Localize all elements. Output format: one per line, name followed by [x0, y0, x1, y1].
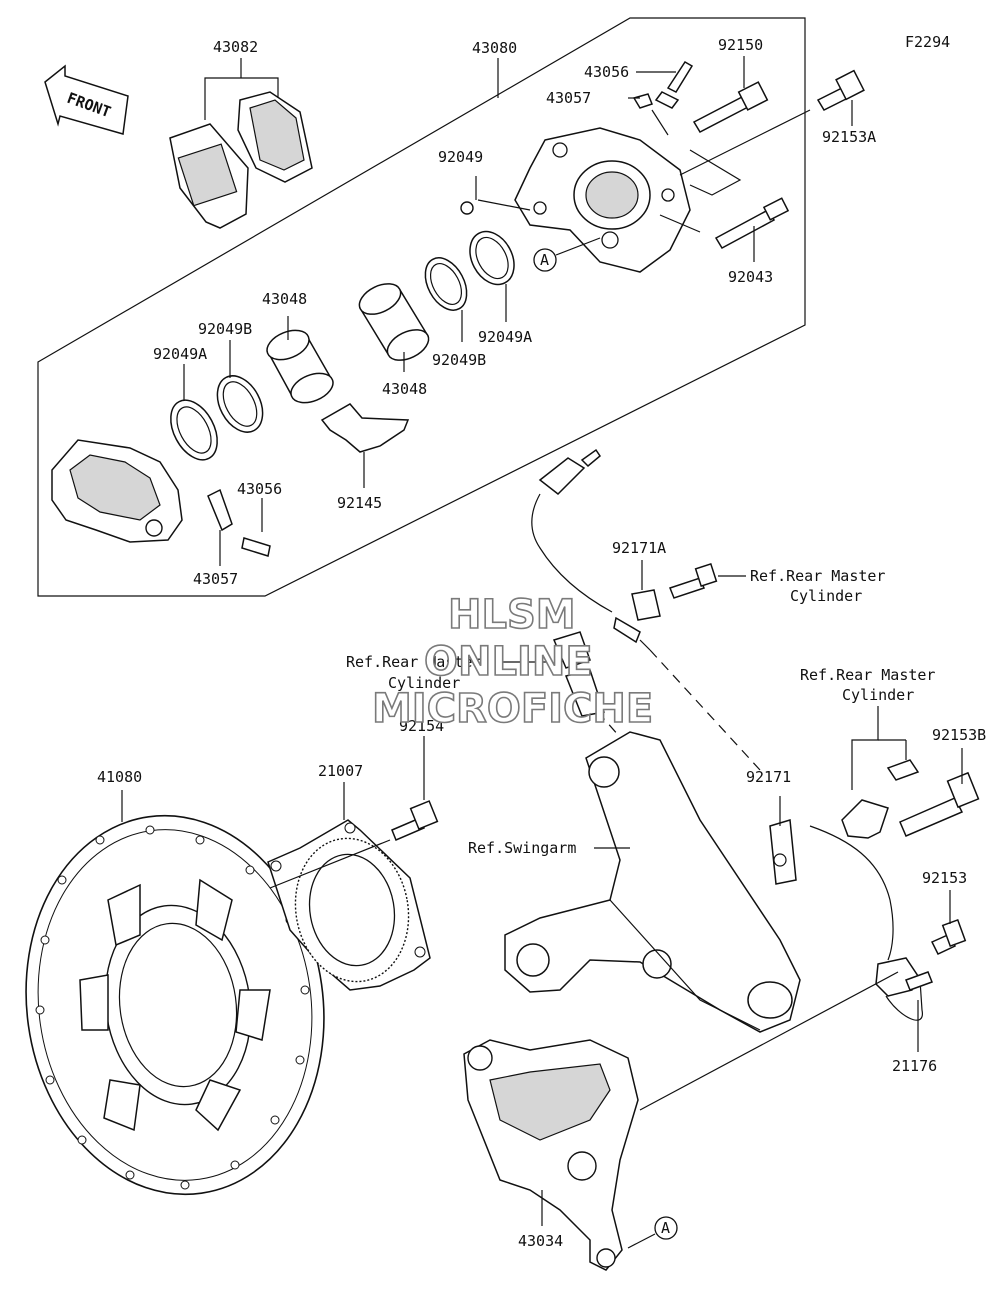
part-label-43056-top: 43056 [584, 63, 629, 81]
washer-92049 [460, 201, 474, 215]
part-label-92049: 92049 [438, 148, 483, 166]
bracket-clamp [841, 799, 889, 839]
bolt-small-top [886, 759, 920, 781]
part-label-92171: 92171 [746, 768, 791, 786]
hose-fitting [613, 616, 641, 644]
caliper-body-outer [514, 127, 691, 273]
part-label-92049B-left: 92049B [198, 320, 252, 338]
part-label-92049A-right: 92049A [478, 328, 532, 346]
caliper-assembly-frame [37, 17, 806, 597]
caliper-bracket-43034 [463, 1039, 639, 1271]
clamp-92171 [769, 819, 797, 885]
part-label-43048-right: 43048 [382, 380, 427, 398]
front-arrow-icon: FRONT [44, 64, 129, 135]
ref-master-3-line1: Ref.Rear Master [800, 666, 935, 684]
brake-disc-41080 [25, 814, 325, 1196]
part-label-92145: 92145 [337, 494, 382, 512]
part-label-43082: 43082 [213, 38, 258, 56]
part-label-43057-low: 43057 [193, 570, 238, 588]
part-label-21176: 21176 [892, 1057, 937, 1075]
brake-pads [169, 91, 313, 229]
pad-spring-92145 [320, 403, 410, 453]
piston-43048-left [266, 329, 334, 404]
part-label-92171A: 92171A [612, 539, 666, 557]
part-label-43056-low: 43056 [237, 480, 282, 498]
ref-marker-a-top [533, 248, 557, 272]
ref-master-1-line2: Cylinder [790, 587, 862, 605]
bleeder-cap-low [207, 488, 233, 532]
bolt-92154 [391, 800, 439, 841]
clamp-92171A [631, 589, 661, 621]
ref-marker-a-low [654, 1216, 678, 1240]
part-label-43034: 43034 [518, 1232, 563, 1250]
part-label-41080: 41080 [97, 768, 142, 786]
ref-master-2-line1: Ref.Rear Master [346, 653, 481, 671]
ref-swingarm: Ref.Swingarm [468, 839, 576, 857]
part-label-92153: 92153 [922, 869, 967, 887]
seal-92049B-right [424, 257, 468, 311]
seal-92049A-right [469, 230, 515, 286]
ref-marker-a-low-text: A [661, 1219, 670, 1237]
part-label-92049A-left: 92049A [153, 345, 207, 363]
bolt-92153A [816, 69, 865, 111]
bolt-92153 [930, 918, 967, 955]
part-label-43057-top: 43057 [546, 89, 591, 107]
svg-text:MICROFICHE: MICROFICHE [372, 686, 653, 732]
ref-master-1-line1: Ref.Rear Master [750, 567, 885, 585]
bleeder-valve-top [654, 60, 694, 109]
swingarm [504, 731, 801, 1033]
ref-master-3-line2: Cylinder [842, 686, 914, 704]
bleeder-valve-low [241, 537, 271, 557]
brake-light-switch [531, 448, 613, 613]
sensor-cable [809, 825, 894, 961]
part-label-43048-left: 43048 [262, 290, 307, 308]
ref-marker-a-top-text: A [540, 251, 549, 269]
pad-pin-92150 [692, 81, 769, 133]
part-label-43080: 43080 [472, 39, 517, 57]
part-label-21007: 21007 [318, 762, 363, 780]
sensor-rotor-21007 [267, 819, 431, 991]
seal-92049A-left [170, 399, 218, 461]
watermark: HLSM ONLINE MICROFICHE [371, 591, 654, 733]
pin-92043 [714, 197, 790, 249]
part-label-92154: 92154 [399, 717, 444, 735]
part-label-92043: 92043 [728, 268, 773, 286]
sensor-plug [552, 631, 605, 717]
seal-92049B-left [216, 375, 264, 433]
svg-text:HLSM: HLSM [448, 592, 576, 638]
bolt-92153B [899, 771, 980, 837]
part-label-92150: 92150 [718, 36, 763, 54]
part-label-92153B: 92153B [932, 726, 986, 744]
caliper-body-inner [51, 439, 183, 543]
ref-master-2-line2: Cylinder [388, 674, 460, 692]
part-label-92153A: 92153A [822, 128, 876, 146]
svg-text:ONLINE: ONLINE [424, 639, 593, 685]
bleeder-cap-top [632, 93, 653, 109]
bolt-92171A [669, 563, 718, 599]
abs-sensor-21176 [875, 957, 933, 1021]
part-label-92049B-right: 92049B [432, 351, 486, 369]
figure-code: F2294 [905, 33, 950, 51]
piston-43048-right [358, 283, 430, 361]
